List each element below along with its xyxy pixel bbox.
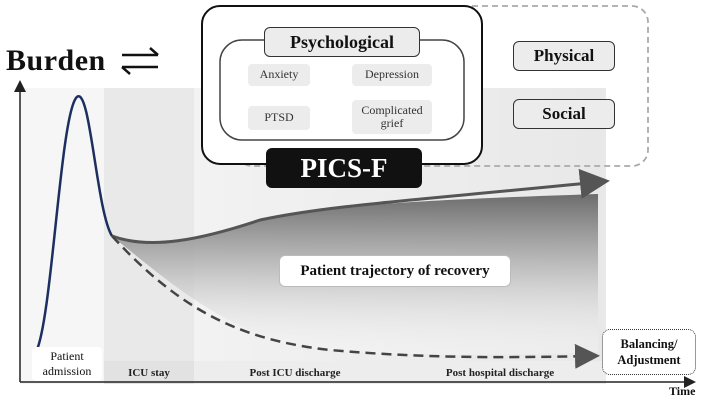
outcome-label: Balancing/ Adjustment [602, 329, 696, 375]
phase-label-post-hospital: Post hospital discharge [445, 366, 555, 379]
phase-bg-icu [104, 88, 194, 384]
phase-band-icu [104, 361, 194, 384]
social-label: Social [513, 99, 615, 129]
x-axis-label: Time [669, 384, 696, 398]
trajectory-label: Patient trajectory of recovery [279, 255, 511, 287]
item-depression: Depression [352, 64, 432, 86]
bidirectional-arrow-icon [121, 47, 159, 75]
item-anxiety: Anxiety [248, 64, 310, 86]
phase-label-icu-stay: ICU stay [128, 366, 170, 379]
pics-f-title: PICS-F [300, 152, 388, 183]
phase-label-post-icu: Post ICU discharge [249, 366, 341, 379]
physical-label: Physical [513, 41, 615, 71]
item-complicated-grief: Complicated grief [352, 100, 432, 134]
phase-band-post [194, 361, 606, 384]
phase-label-admission: Patient admission [32, 347, 102, 381]
trajectory-lower [111, 235, 600, 369]
trajectory-upper [111, 168, 610, 245]
psychological-label: Psychological [264, 27, 420, 57]
burden-label: Burden [6, 44, 106, 77]
item-ptsd: PTSD [248, 106, 310, 130]
burden-curve [34, 95, 114, 353]
pics-f-tag [266, 148, 422, 188]
